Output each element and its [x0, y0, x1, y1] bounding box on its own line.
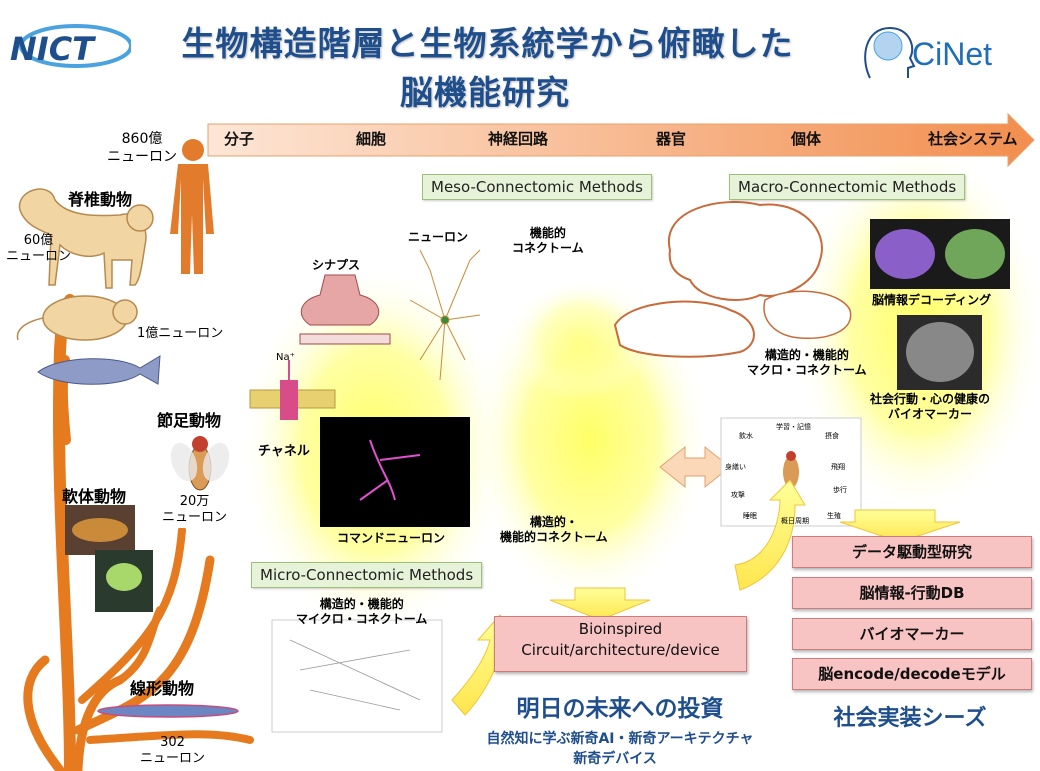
output-encode-decode-model: 脳encode/decodeモデル: [792, 658, 1032, 690]
biomarker-social-label: 社会行動・心の健康の バイオマーカー: [870, 392, 991, 421]
worm-neuron-count: 302 ニューロン: [140, 735, 206, 767]
scale-organ: 器官: [656, 130, 687, 148]
struct-func-connectome-label: 構造的・ 機能的コネクトーム: [500, 515, 608, 544]
macaque-brain-illustration: [763, 290, 852, 339]
brain-decoding-label: 脳情報デコーディング: [872, 293, 992, 307]
arthropod-label: 節足動物: [157, 411, 222, 430]
behavior-aggression: 攻撃: [731, 491, 745, 499]
behavior-flight: 飛翔: [831, 463, 845, 471]
behavior-reproduction: 生殖: [827, 512, 841, 520]
fly-neuron-count: 20万 ニューロン: [159, 493, 231, 528]
mollusk-label: 軟体動物: [62, 487, 127, 506]
scale-molecule: 分子: [224, 130, 255, 148]
scale-arrow: [207, 112, 1035, 168]
scale-cell: 細胞: [356, 130, 387, 148]
macro-connectome-label: 構造的・機能的 マクロ・コネクトーム: [747, 348, 867, 377]
human-neuron-count: 860億 ニューロン: [107, 131, 177, 165]
mouse-neuron-count: 1億ニューロン: [137, 326, 224, 341]
rodent-brain-illustration: [613, 300, 755, 358]
macro-methods-box: Macro-Connectomic Methods: [729, 174, 966, 200]
output-biomarker: バイオマーカー: [792, 618, 1032, 650]
output-brain-behavior-db: 脳情報-行動DB: [792, 577, 1032, 609]
nict-logo: NICT: [6, 22, 133, 72]
head-brain-icon: [864, 26, 916, 79]
arrow-meso-to-macro: [734, 479, 806, 591]
arrow-meso-to-bioinspired: [549, 587, 651, 621]
future-line2: 新奇デバイス: [573, 751, 657, 767]
behavior-walking: 歩行: [833, 486, 847, 494]
output-data-driven: データ駆動型研究: [792, 536, 1032, 568]
meso-methods-box: Meso-Connectomic Methods: [422, 174, 652, 200]
synapse-label: シナプス: [312, 258, 361, 272]
fly-behaviors: 学習・記憶 飲水 摂食 身繕い 飛翔 攻撃 歩行 睡眠 概日周期 生殖: [721, 418, 861, 526]
behavior-feeding: 摂食: [825, 432, 839, 440]
bioinspired-box: Bioinspired Circuit/architecture/device: [494, 616, 747, 672]
command-neuron-image: [320, 417, 470, 527]
behavior-grooming: 身繕い: [725, 463, 746, 471]
channel-illustration: [249, 360, 336, 420]
nematode-label: 線形動物: [130, 679, 195, 698]
functional-connectome-label: 機能的 コネクトーム: [512, 226, 584, 255]
nict-logo-text: NICT: [10, 30, 94, 68]
mouse-illustration: [16, 295, 138, 341]
micro-connectome-label: 構造的・機能的 マイクロ・コネクトーム: [296, 597, 428, 626]
behavior-learning: 学習・記憶: [776, 423, 811, 431]
scale-labels: 分子 細胞 神経回路 器官 個体 社会システム: [208, 128, 1038, 152]
micro-connectome-graph: [271, 619, 443, 733]
behavior-sleep: 睡眠: [743, 512, 757, 520]
arrow-macro-to-outputs: [839, 509, 961, 543]
synapse-illustration: [299, 274, 391, 345]
behavior-drinking: 飲水: [739, 432, 753, 440]
neuron-drawing: [409, 249, 481, 381]
future-heading: 明日の未来への投資: [516, 696, 724, 722]
neuron-label: ニューロン: [408, 230, 469, 244]
vertebrate-label: 脊椎動物: [68, 190, 133, 209]
nematode-illustration: [97, 704, 239, 718]
monkey-illustration: [18, 188, 154, 289]
cinet-logo: CiNet: [850, 18, 1030, 88]
scale-society: 社会システム: [928, 130, 1018, 148]
title-line2: 脳機能研究: [400, 73, 570, 112]
scale-individual: 個体: [791, 130, 822, 148]
social-seeds: 社会実装シーズ: [833, 706, 987, 731]
channel-label: チャネル: [258, 444, 310, 459]
command-neuron-label: コマンドニューロン: [337, 531, 446, 545]
title-line1: 生物構造階層と生物系統学から俯瞰した: [181, 24, 794, 63]
monkey-neuron-count: 60億 ニューロン: [6, 233, 72, 265]
cinet-logo-text: CiNet: [912, 36, 993, 72]
micro-methods-box: Micro-Connectomic Methods: [251, 562, 483, 588]
human-brain-illustration: [667, 201, 823, 301]
future-line1: 自然知に学ぶ新奇AI・新奇アーキテクチャ: [486, 731, 754, 747]
na-ion-label: Na⁺: [276, 352, 295, 363]
fly-illustration: [170, 436, 230, 491]
fish-illustration: [37, 355, 161, 385]
behavior-circadian: 概日周期: [781, 517, 809, 525]
human-silhouette: [170, 139, 214, 274]
scale-circuit: 神経回路: [488, 130, 549, 148]
